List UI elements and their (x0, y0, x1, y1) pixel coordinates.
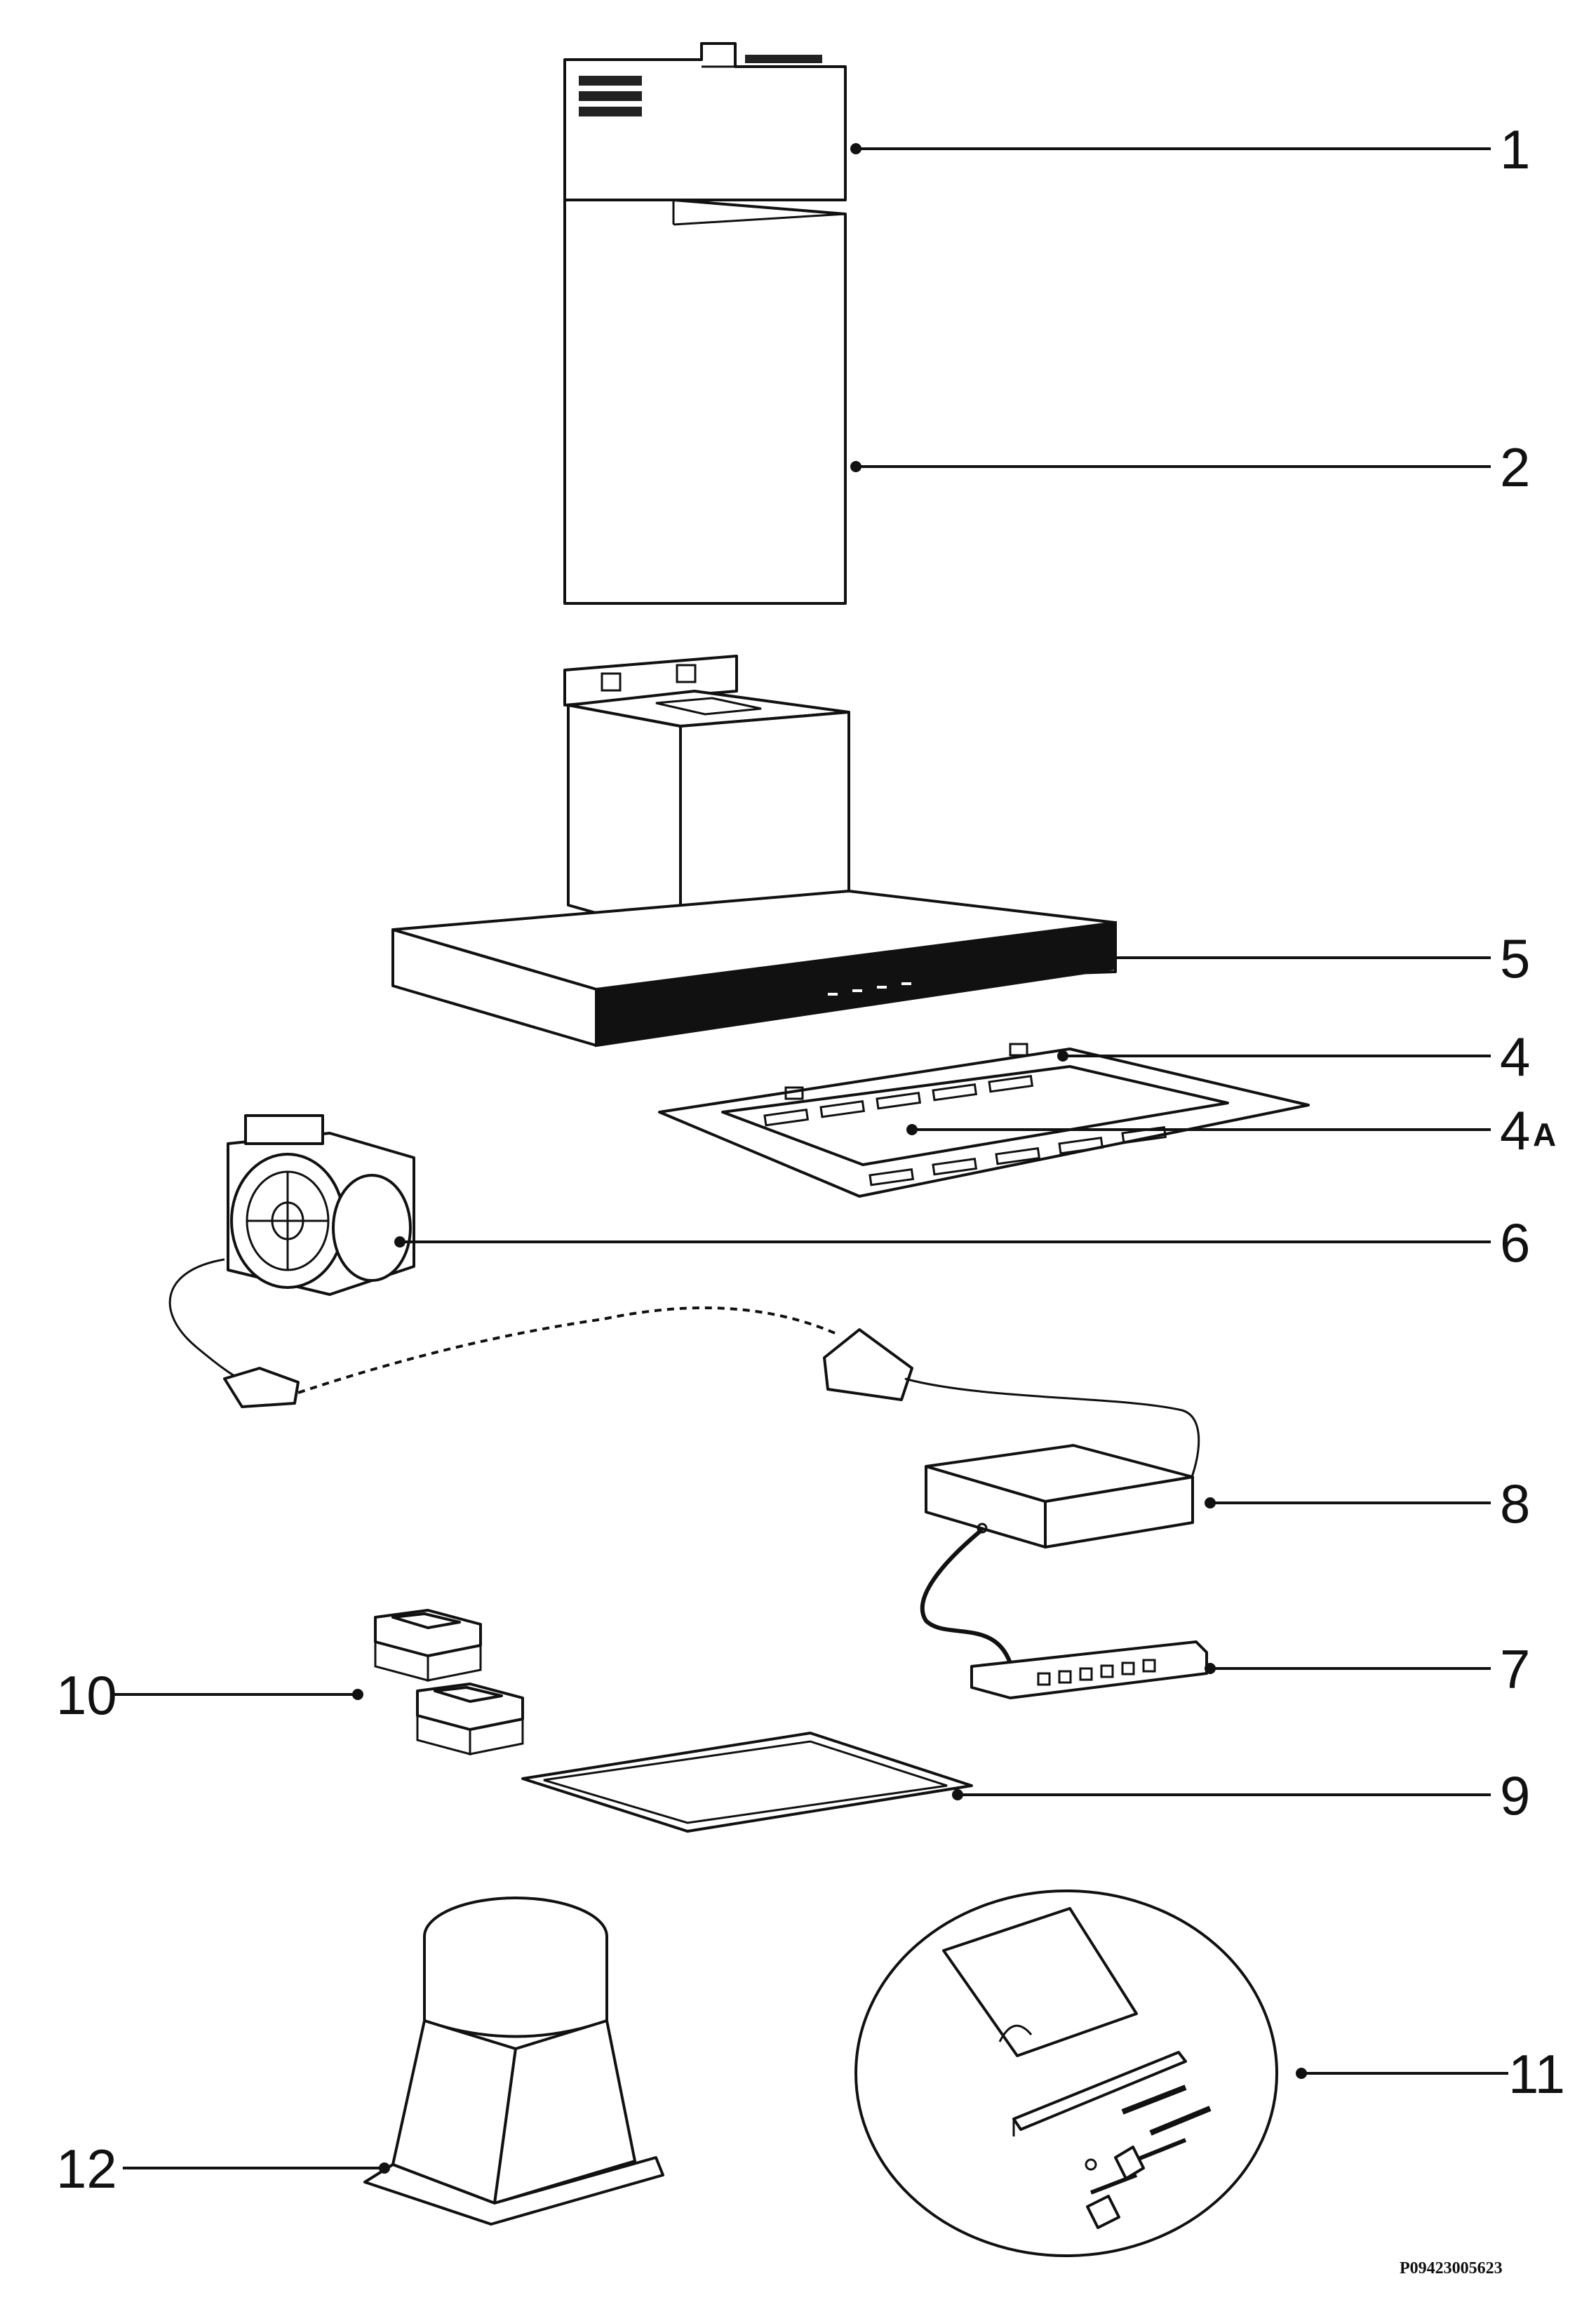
lower-chimney-cover (563, 199, 847, 605)
carbon-filter-2 (416, 1683, 524, 1755)
carbon-filters (374, 1609, 524, 1755)
hood-canopy (391, 890, 1117, 1048)
motor-housing (567, 690, 850, 938)
reference-code: P09423005623 (1400, 2259, 1503, 2277)
switch-cable (920, 1527, 1016, 1678)
callout-2: 2 (1500, 436, 1530, 498)
duct-adapter (363, 1897, 664, 2226)
electronic-control-box (925, 1444, 1194, 1549)
callout-12: 12 (56, 2138, 117, 2200)
motor-plug (223, 1367, 300, 1408)
leader-lines (112, 143, 1508, 2174)
control-indicator-leds (828, 982, 911, 996)
callout-10: 10 (56, 1664, 117, 1726)
callout-1: 1 (1500, 119, 1530, 180)
mounting-rail (1012, 2051, 1187, 2136)
carbon-filter-1 (374, 1609, 482, 1682)
wall-plugs-and-screws (1085, 2085, 1212, 2229)
callout-4a: 4 (1500, 1099, 1530, 1161)
blower-motor (227, 1114, 415, 1296)
instruction-sheet (942, 1907, 1138, 2057)
callout-8: 8 (1500, 1473, 1530, 1534)
callout-11: 11 (1508, 2043, 1565, 2105)
grease-filter (521, 1732, 973, 1833)
callout-4: 4 (1500, 1026, 1530, 1088)
callout-9: 9 (1500, 1765, 1530, 1826)
control-switch-panel (970, 1640, 1208, 1699)
motor-cable (168, 1258, 836, 1408)
accessory-kit (854, 1889, 1278, 2257)
callout-7: 7 (1500, 1638, 1530, 1700)
upper-chimney-cover (563, 42, 847, 201)
frame-slots (763, 1074, 1167, 1186)
connector-block (823, 1328, 1200, 1485)
callout-6: 6 (1500, 1212, 1530, 1273)
filter-frame (658, 1043, 1310, 1198)
callout-4a-suffix: A (1533, 1116, 1556, 1153)
callout-labels: 1 2 5 4 4 A 6 8 7 10 9 11 12 (56, 119, 1565, 2200)
callout-5: 5 (1500, 928, 1530, 989)
vent-slots-right (745, 55, 822, 63)
vent-slots-left (579, 76, 642, 116)
